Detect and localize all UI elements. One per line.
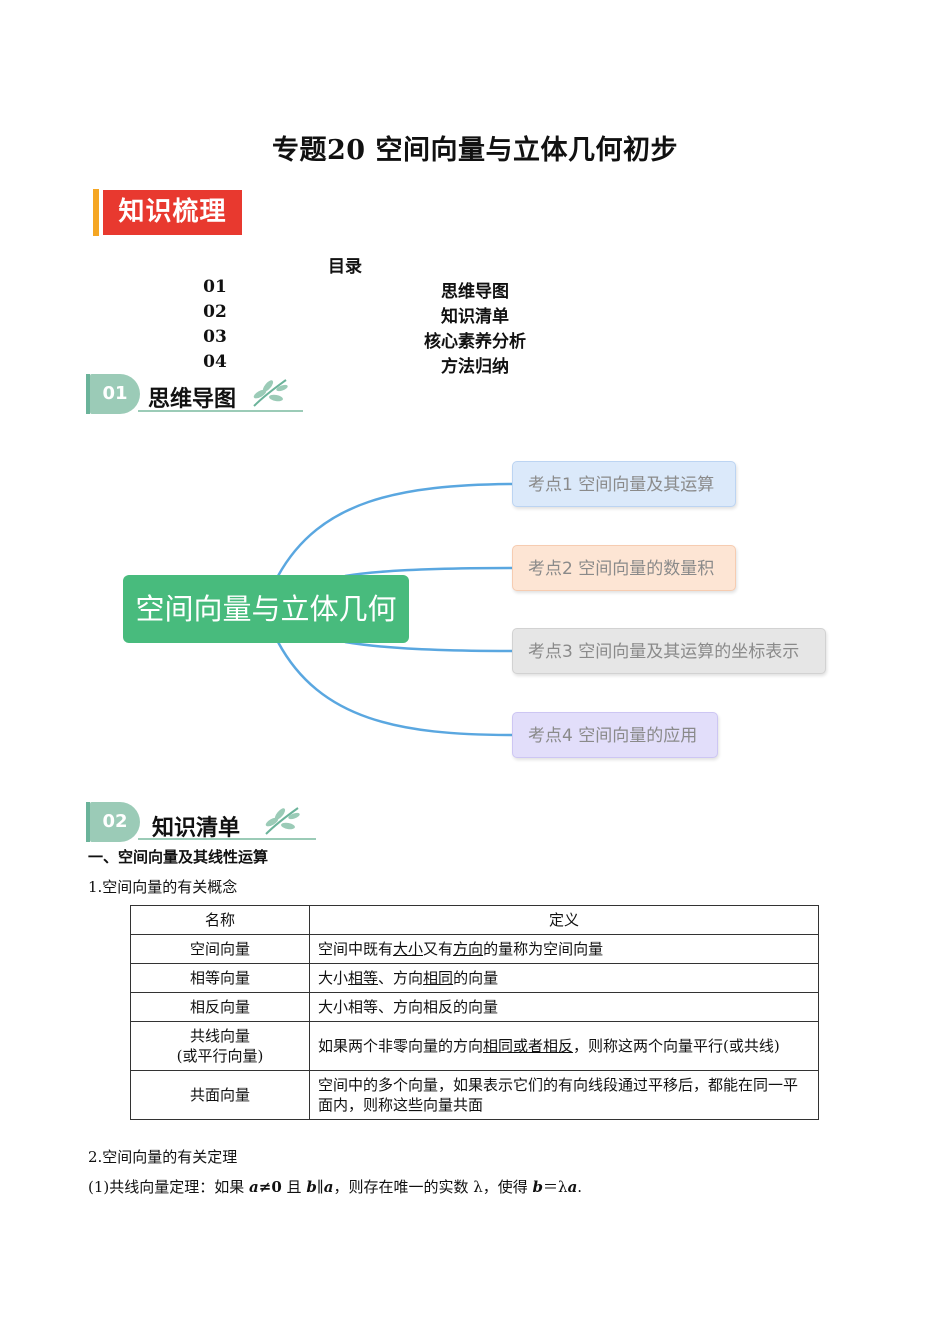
text-run: 大小 <box>318 969 349 987</box>
table-row: 共线向量 (或平行向量) 如果两个非零向量的方向相同或者相反，则称这两个向量平行(… <box>130 1021 819 1071</box>
underlined-term: 方向 <box>453 940 484 958</box>
paragraph-concepts: 1.空间向量的有关概念 <box>88 878 238 896</box>
underlined-term: 大小 <box>393 940 424 958</box>
name-line: (或平行向量) <box>176 1047 264 1065</box>
leaf-icon <box>253 379 288 407</box>
paragraph-theorems: 2.空间向量的有关定理 <box>88 1148 238 1166</box>
table-cell-name: 共线向量 (或平行向量) <box>130 1021 310 1071</box>
text-run: ≠0 <box>258 1178 282 1196</box>
underlined-term: 相同或者相反 <box>483 1037 574 1055</box>
text-run: ，则称这两个向量平行(或共线) <box>573 1037 780 1055</box>
underlined-term: 相同 <box>423 969 454 987</box>
section-header-accent <box>86 374 90 414</box>
table-row: 相等向量 大小相等、方向相同的向量 <box>130 963 819 993</box>
section-header-accent <box>86 802 90 842</box>
vector-a: a <box>249 1178 259 1196</box>
table-cell-name: 相等向量 <box>130 963 310 993</box>
section-title-mindmap: 思维导图 <box>148 387 237 412</box>
section-underline <box>138 838 316 840</box>
mindmap-connectors <box>276 482 513 737</box>
table-row: 相反向量 大小相等、方向相反的向量 <box>130 992 819 1022</box>
banner-knowledge-summary: 知识梳理 <box>103 190 242 235</box>
mindmap-node-4: 考点4 空间向量的应用 <box>512 712 718 758</box>
text-run: 空间中既有 <box>318 940 394 958</box>
collinear-theorem: (1)共线向量定理：如果 a≠0 且 b∥a，则存在唯一的实数 λ，使得 b＝λ… <box>88 1176 582 1197</box>
mindmap-node-1: 考点1 空间向量及其运算 <box>512 461 736 507</box>
banner-accent-bar <box>93 189 99 236</box>
parallel-symbol: ∥ <box>316 1178 324 1196</box>
toc-item-num: 03 <box>203 327 227 347</box>
text-run: 且 <box>281 1178 307 1196</box>
table-cell-definition: 大小相等、方向相反的向量 <box>309 992 819 1022</box>
name-line: 共线向量 <box>189 1027 250 1045</box>
table-cell-definition: 如果两个非零向量的方向相同或者相反，则称这两个向量平行(或共线) <box>309 1021 819 1071</box>
vector-a: a <box>567 1178 578 1196</box>
toc-item-label[interactable]: 思维导图 <box>441 282 509 302</box>
mindmap-node-3: 考点3 空间向量及其运算的坐标表示 <box>512 628 826 674</box>
toc-item-label[interactable]: 方法归纳 <box>441 357 509 377</box>
text-run: (1)共线向量定理：如果 <box>88 1178 250 1196</box>
section-underline <box>138 410 303 412</box>
text-run: 的向量 <box>453 969 499 987</box>
table-row: 空间向量 空间中既有大小又有方向的量称为空间向量 <box>130 934 819 964</box>
page-title: 专题20 空间向量与立体几何初步 <box>272 135 678 166</box>
section-badge-01: 01 <box>90 374 140 414</box>
text-run: . <box>577 1178 583 1196</box>
toc-item-label[interactable]: 核心素养分析 <box>424 332 526 352</box>
mindmap-node-2: 考点2 空间向量的数量积 <box>512 545 736 591</box>
toc-item-num: 01 <box>203 277 227 297</box>
text-run: ＝λ <box>543 1178 568 1196</box>
toc-item-label[interactable]: 知识清单 <box>441 307 509 327</box>
table-header-row: 名称 定义 <box>130 905 819 935</box>
toc-heading: 目录 <box>328 257 362 277</box>
leaf-icon <box>265 807 300 835</box>
mindmap-center-node: 空间向量与立体几何 <box>123 575 409 643</box>
definition-table: 名称 定义 空间向量 空间中既有大小又有方向的量称为空间向量 相等向量 大小相等… <box>130 905 819 1120</box>
table-cell-name: 共面向量 <box>130 1070 310 1120</box>
text-run: 如果两个非零向量的方向 <box>318 1037 484 1055</box>
underlined-term: 相等 <box>348 969 379 987</box>
table-cell-definition: 大小相等、方向相同的向量 <box>309 963 819 993</box>
toc-item-num: 04 <box>203 352 227 372</box>
table-cell-definition: 空间中的多个向量，如果表示它们的有向线段通过平移后，都能在同一平面内，则称这些向… <box>309 1070 819 1120</box>
table-row: 共面向量 空间中的多个向量，如果表示它们的有向线段通过平移后，都能在同一平面内，… <box>130 1070 819 1120</box>
section-title-knowledge-list: 知识清单 <box>152 816 241 841</box>
table-header-definition: 定义 <box>309 905 819 935</box>
table-header-name: 名称 <box>130 905 310 935</box>
section-badge-02: 02 <box>90 802 140 842</box>
vector-b: b <box>532 1178 544 1196</box>
heading-linear-ops: 一、空间向量及其线性运算 <box>88 848 269 866</box>
toc-item-num: 02 <box>203 302 227 322</box>
text-run: 、方向 <box>378 969 424 987</box>
vector-b: b <box>306 1178 317 1196</box>
text-run: 的量称为空间向量 <box>483 940 604 958</box>
table-cell-name: 相反向量 <box>130 992 310 1022</box>
table-cell-definition: 空间中既有大小又有方向的量称为空间向量 <box>309 934 819 964</box>
vector-a: a <box>323 1178 334 1196</box>
text-run: ，则存在唯一的实数 λ，使得 <box>333 1178 533 1196</box>
text-run: 又有 <box>423 940 454 958</box>
table-cell-name: 空间向量 <box>130 934 310 964</box>
